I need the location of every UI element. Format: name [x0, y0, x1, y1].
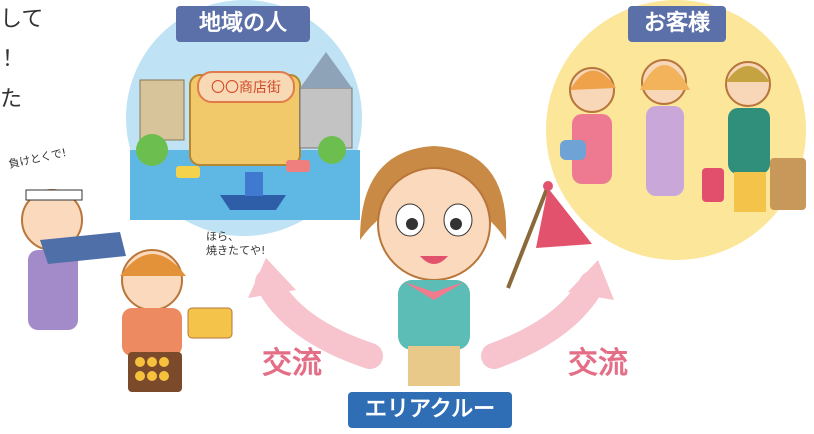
customer-1-hair: [570, 70, 616, 90]
area-crew-label: エリアクルー: [348, 392, 512, 428]
fish: [40, 232, 126, 264]
local-people-label: 地域の人: [176, 6, 310, 42]
customers-label: お客様: [628, 6, 726, 42]
flag-pole: [506, 185, 550, 289]
exchange-arrow-right-head: [568, 260, 614, 300]
tour-flag: [536, 188, 592, 248]
taiyaki-rows: [135, 357, 169, 381]
exchange-arrow-left-head: [248, 258, 296, 298]
taxi: [176, 166, 200, 178]
baker-speech: ほら、 焼きたてや!: [206, 230, 286, 258]
customer-1-body: [572, 114, 612, 184]
exchange-label-left: 交流: [262, 346, 322, 381]
tree-left: [136, 134, 168, 166]
customer-2-suitcase: [702, 168, 724, 202]
red-car: [286, 160, 310, 172]
pagoda-roof: [300, 52, 352, 88]
pastry-tray: [187, 307, 233, 339]
crew-scarf: [404, 282, 464, 300]
cropped-text-line-1: して: [0, 7, 44, 32]
customer-2-body: [646, 106, 684, 196]
fishmonger-headband: [25, 189, 83, 201]
cropped-text-line-3: た: [0, 87, 23, 112]
baker-speech-line-1: ほら、: [206, 230, 239, 243]
customer-1-bag: [560, 140, 586, 160]
customer-3-body: [728, 108, 770, 174]
tree-right: [318, 136, 346, 164]
crew-mouth: [420, 256, 448, 264]
baker-speech-line-2: 焼きたてや!: [206, 244, 266, 257]
exchange-label-right: 交流: [568, 346, 628, 381]
cropped-text: して ！ た: [0, 0, 43, 120]
customer-2-hair: [640, 65, 690, 90]
customer-3-pants: [734, 172, 766, 212]
baker-hair: [120, 254, 186, 276]
crew-shirt: [398, 280, 470, 350]
cropped-text-line-2: ！: [2, 47, 25, 72]
arcade-sign: [197, 71, 295, 103]
customer-3-suitcase: [770, 158, 806, 210]
boat: [220, 195, 286, 210]
baker-shirt: [122, 308, 182, 356]
boat-cabin: [245, 172, 263, 196]
crew-skirt: [408, 346, 460, 386]
fishmonger-apron: [28, 250, 78, 330]
arcade-sign-text: 〇〇商店街: [211, 80, 281, 96]
customer-3-hair: [726, 66, 770, 82]
building-left: [139, 79, 185, 141]
